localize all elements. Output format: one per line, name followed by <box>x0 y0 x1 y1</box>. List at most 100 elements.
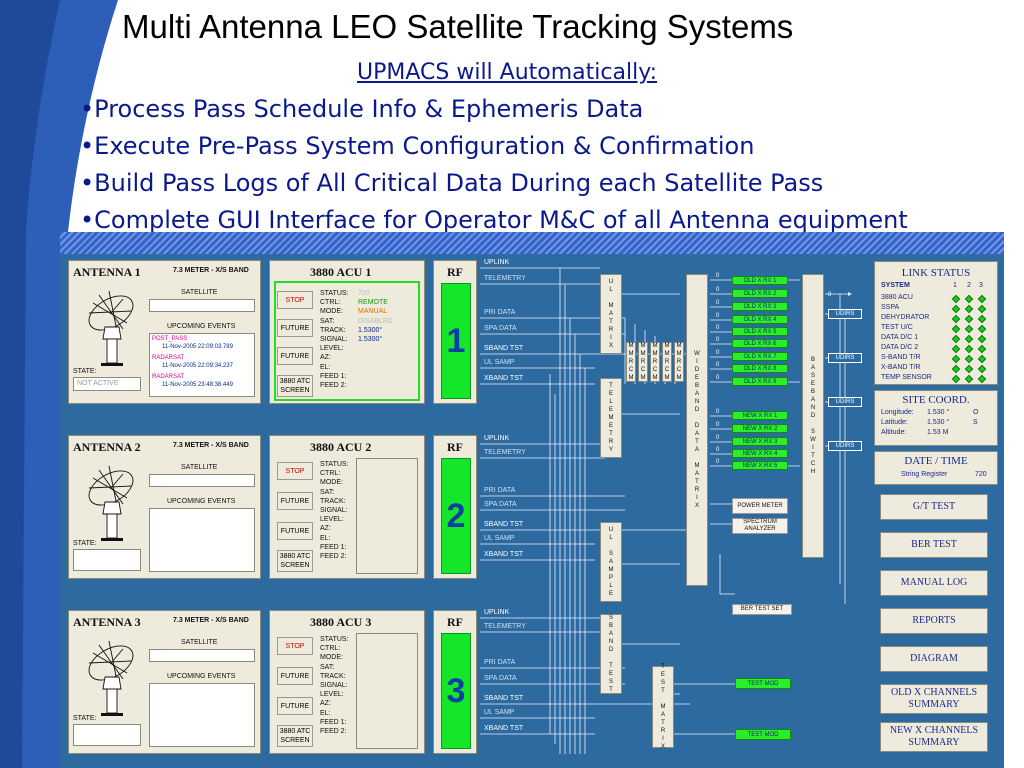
future-button[interactable]: FUTURE <box>277 667 313 685</box>
ber-test-button[interactable]: BER TEST <box>880 532 988 558</box>
atc-screen-button[interactable]: 3880 ATC SCREEN <box>277 375 313 397</box>
status-value: 720 <box>358 290 370 297</box>
ber-test-set-button[interactable]: BER TEST SET <box>732 604 792 615</box>
atc-screen-button[interactable]: 3880 ATC SCREEN <box>277 550 313 572</box>
rf-1-panel[interactable]: RF 1 <box>433 260 477 404</box>
coord-value: 1.530 ° <box>927 409 950 416</box>
signal-label: SBAND TST <box>484 695 524 702</box>
future-button[interactable]: FUTURE <box>277 319 313 337</box>
future-button[interactable]: FUTURE <box>277 492 313 510</box>
acu-status-labels: STATUS: CTRL: MODE: SAT: TRACK: SIGNAL: … <box>320 635 349 736</box>
acu-status-labels: STATUS: CTRL: MODE: SAT: TRACK: SIGNAL: … <box>320 289 349 390</box>
channel-count: 0 <box>716 409 720 415</box>
old-x-rx-2[interactable]: OLD X RX 2 <box>732 289 788 298</box>
diagram-button[interactable]: DIAGRAM <box>880 646 988 672</box>
old-x-rx-9[interactable]: OLD X RX 9 <box>732 377 788 386</box>
gt-test-button[interactable]: G/T TEST <box>880 494 988 520</box>
new-x-rx-4[interactable]: NEW X RX 4 <box>732 449 788 458</box>
old-x-rx-6[interactable]: OLD X RX 6 <box>732 339 788 348</box>
udirs-output[interactable]: UDIRS <box>828 441 862 451</box>
new-x-channels-summary-button[interactable]: NEW X CHANNELS SUMMARY <box>880 722 988 752</box>
link-status-indicator-icon <box>964 364 974 374</box>
signal-label: SIGNAL: <box>320 336 348 344</box>
link-status-indicator-icon <box>951 324 961 334</box>
link-row-label: DATA D/C 2 <box>881 344 919 351</box>
new-x-rx-2[interactable]: NEW X RX 2 <box>732 424 788 433</box>
udirs-output[interactable]: UDIRS <box>828 397 862 407</box>
link-status-indicator-icon <box>977 294 987 304</box>
link-status-indicator-icon <box>951 364 961 374</box>
atc-screen-button[interactable]: 3880 ATC SCREEN <box>277 725 313 747</box>
new-x-rx-3[interactable]: NEW X RX 3 <box>732 437 788 446</box>
antenna-state-value: NOT ACTIVE <box>77 380 119 387</box>
satellite-label: SATELLITE <box>181 639 218 646</box>
new-x-rx-1[interactable]: NEW X RX 1 <box>732 411 788 420</box>
upcoming-events-list[interactable] <box>149 683 255 747</box>
stop-button[interactable]: STOP <box>277 637 313 655</box>
spectrum-analyzer-button[interactable]: SPECTRUM ANALYZER <box>732 518 788 534</box>
satellite-dish-icon <box>88 640 134 716</box>
satellite-field[interactable] <box>149 649 255 662</box>
antenna-band: 7.3 METER - X/S BAND <box>173 617 249 624</box>
acu-status-labels: STATUS: CTRL: MODE: SAT: TRACK: SIGNAL: … <box>320 460 349 561</box>
link-row-label: SSPA <box>881 304 900 311</box>
stop-button[interactable]: STOP <box>277 462 313 480</box>
channel-count: 0 <box>716 350 720 356</box>
link-status-indicator-icon <box>964 344 974 354</box>
channel-count: 0 <box>716 287 720 293</box>
channel-count: 0 <box>716 300 720 306</box>
track-value: DISABLED <box>358 317 393 325</box>
upcoming-events-list[interactable]: POST_PASS 11-Nov-2005 22:09:03.789 RADAR… <box>149 333 255 397</box>
link-status-indicator-icon <box>977 334 987 344</box>
future-button[interactable]: FUTURE <box>277 697 313 715</box>
bullet-item: •Process Pass Schedule Info & Ephemeris … <box>80 95 644 123</box>
feed1-label: FEED 1: <box>320 543 347 551</box>
rf-3-panel[interactable]: RF 3 <box>433 610 477 754</box>
satellite-field[interactable] <box>149 474 255 487</box>
reports-button[interactable]: REPORTS <box>880 608 988 634</box>
upcoming-events-list[interactable] <box>149 508 255 572</box>
udirs-output[interactable]: UDIRS <box>828 353 862 363</box>
event-name: POST_PASS <box>152 336 188 342</box>
old-x-channels-summary-button[interactable]: OLD X CHANNELS SUMMARY <box>880 684 988 714</box>
udirs-output[interactable]: UDIRS <box>828 309 862 319</box>
old-x-rx-4[interactable]: OLD X RX 4 <box>732 315 788 324</box>
old-x-rx-1[interactable]: OLD X RX 1 <box>732 276 788 285</box>
event-name: RADARSAT <box>152 374 185 381</box>
channel-count: 0 <box>716 273 720 279</box>
acu-title: 3880 ACU 2 <box>310 440 372 454</box>
new-x-rx-5[interactable]: NEW X RX 5 <box>732 461 788 470</box>
old-x-rx-3[interactable]: OLD X RX 3 <box>732 302 788 311</box>
channel-count: 0 <box>716 422 720 428</box>
test-mod-button[interactable]: TEST MOD <box>735 678 791 689</box>
power-meter-button[interactable]: POWER METER <box>732 498 788 514</box>
manual-log-button[interactable]: MANUAL LOG <box>880 570 988 596</box>
old-x-rx-7[interactable]: OLD X RX 7 <box>732 352 788 361</box>
link-col-header: 2 <box>967 282 971 289</box>
future-button[interactable]: FUTURE <box>277 522 313 540</box>
az-label: AZ: <box>320 525 331 533</box>
future-button[interactable]: FUTURE <box>277 347 313 365</box>
el-label: EL: <box>320 709 331 717</box>
old-x-rx-8[interactable]: OLD X RX 8 <box>732 364 788 373</box>
rf-2-panel[interactable]: RF 2 <box>433 435 477 579</box>
test-mod-button[interactable]: TEST MOD <box>735 729 791 740</box>
signal-label: PRI DATA <box>484 309 516 316</box>
satellite-field[interactable] <box>149 299 255 312</box>
stop-button[interactable]: STOP <box>277 291 313 309</box>
signal-label: SBAND TST <box>484 345 524 352</box>
old-x-rx-5[interactable]: OLD X RX 5 <box>732 327 788 336</box>
